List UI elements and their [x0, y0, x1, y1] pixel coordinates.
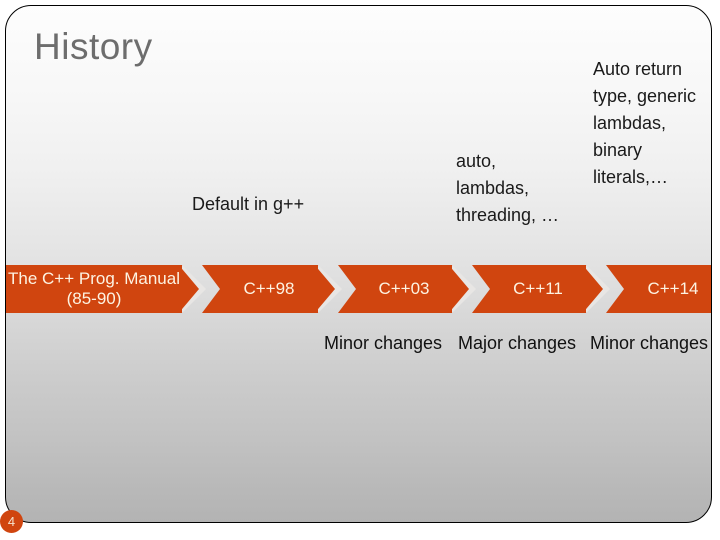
- annotation-cpp11-features: auto, lambdas, threading, …: [456, 151, 560, 225]
- timeline-step-label: C++11: [513, 279, 563, 298]
- page-title: History: [34, 26, 153, 67]
- caption-cpp14: Minor changes: [589, 333, 709, 353]
- timeline-step-label: C++03: [378, 279, 430, 298]
- timeline-step-cpp03[interactable]: C++03: [338, 265, 470, 313]
- timeline-step-label: C++14: [647, 279, 699, 298]
- timeline-step-label: C++98: [243, 279, 295, 298]
- timeline-step-cpp11[interactable]: C++11: [472, 265, 604, 313]
- timeline-step-cpp98[interactable]: C++98: [202, 265, 336, 313]
- annotation-cpp14-features: Auto return type, generic lambdas, binar…: [593, 59, 697, 187]
- timeline-chevron-band: The C++ Prog. Manual (85-90) C++98 C++03…: [6, 265, 712, 313]
- timeline-step-label: The C++ Prog. Manual (85-90): [8, 269, 180, 308]
- timeline-step-cpp14[interactable]: C++14: [606, 265, 712, 313]
- page-number-badge: 4: [0, 510, 23, 533]
- slide-frame: History Default in g++ auto, lambdas, th…: [5, 5, 712, 523]
- timeline-step-cpp-prog-manual[interactable]: The C++ Prog. Manual (85-90): [5, 265, 200, 313]
- caption-cpp03: Minor changes: [323, 333, 443, 353]
- annotation-default-in-gpp: Default in g++: [192, 194, 305, 214]
- caption-cpp11: Major changes: [457, 333, 577, 353]
